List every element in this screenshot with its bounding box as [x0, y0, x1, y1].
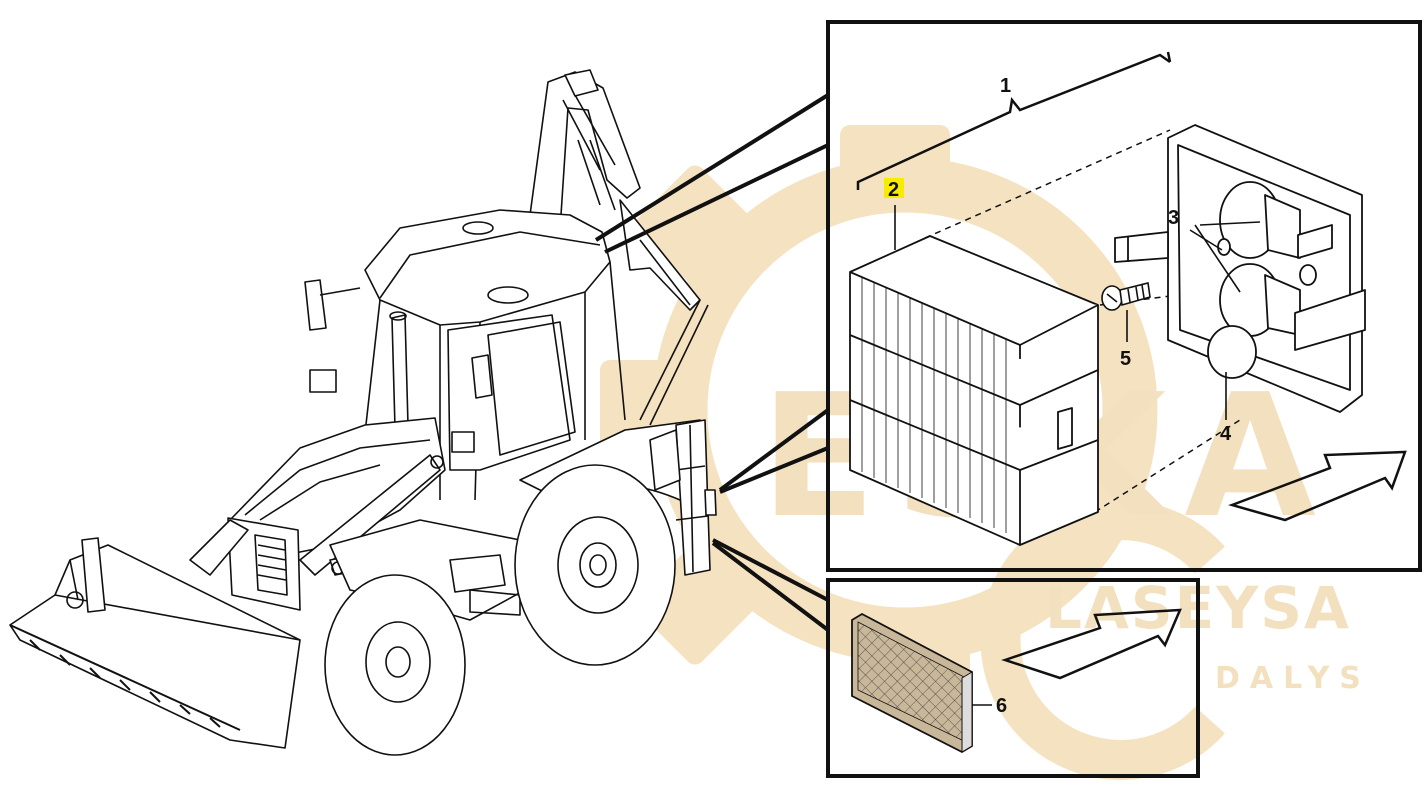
callout-2-highlight [884, 178, 904, 198]
callout-6: 6 [996, 695, 1007, 717]
callout-1: 1 [1000, 75, 1011, 97]
reflector-direction-arrow-icon [1001, 608, 1182, 680]
reflector-part [851, 612, 973, 754]
callout-3: 3 [1168, 207, 1179, 229]
callout-4: 4 [1220, 423, 1232, 445]
backhoe-loader-illustration [9, 69, 717, 756]
lamp-assembly-detail-box [826, 20, 1422, 572]
reflector-detail-box [826, 578, 1200, 778]
callout-2: 2 [888, 179, 899, 201]
lamp-lens-part [849, 235, 1099, 546]
callout-5: 5 [1120, 348, 1131, 370]
direction-arrow-icon [1228, 450, 1407, 522]
lamp-base-part [1114, 124, 1366, 413]
watermark-c-icon [980, 500, 1225, 780]
callout-labels: 1 2 3 4 5 6 [884, 75, 1232, 717]
leader-lines [594, 93, 830, 632]
watermark-brand-bottom: DALYS [1215, 661, 1371, 696]
screw-part [1101, 282, 1151, 311]
callout-leaders [894, 205, 1261, 420]
dashed-projection-lines [924, 129, 1296, 513]
callout-1-bracket [856, 53, 1171, 190]
